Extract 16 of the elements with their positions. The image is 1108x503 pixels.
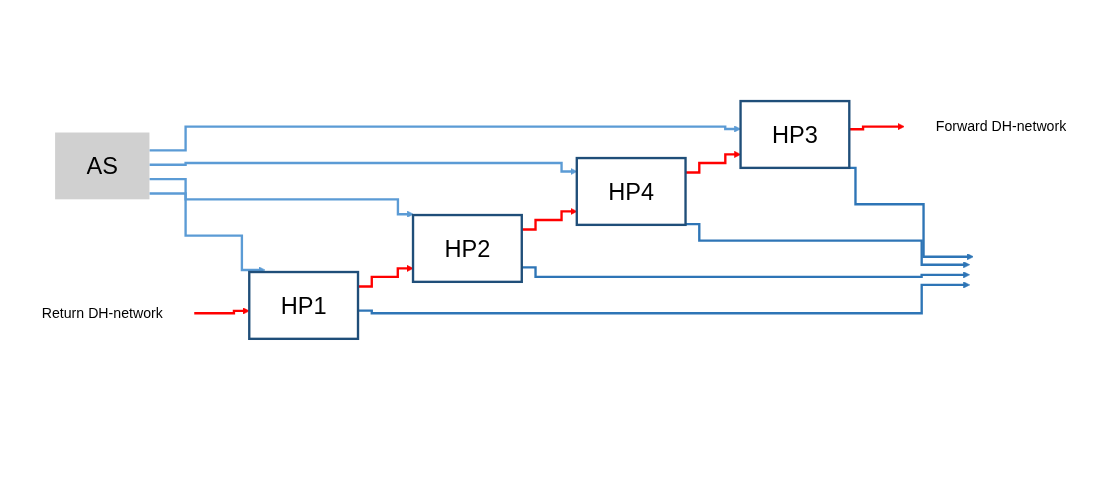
- node-box: HP2: [411, 213, 523, 284]
- arrow: [194, 307, 250, 315]
- node-box: HP3: [739, 100, 851, 170]
- arrow: [149, 178, 414, 218]
- arrow: [685, 223, 970, 269]
- node-box: AS: [55, 132, 150, 200]
- arrow: [521, 266, 970, 279]
- arrow: [358, 281, 971, 315]
- arrow: [849, 123, 905, 131]
- node-box: HP1: [248, 270, 360, 341]
- node-box: HP4: [575, 157, 687, 227]
- arrow: [149, 192, 266, 274]
- arrow: [358, 265, 414, 288]
- arrow: [149, 125, 741, 152]
- node-text: Forward DH-network: [935, 118, 1067, 135]
- node-text: Return DH-network: [41, 305, 163, 321]
